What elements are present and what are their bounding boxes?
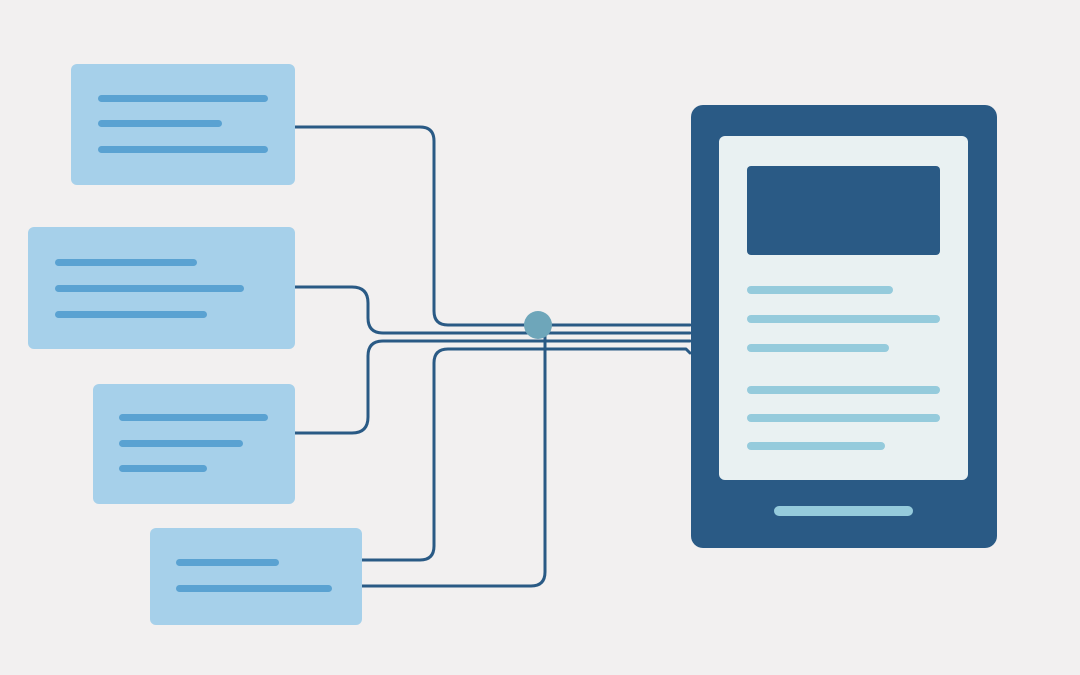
screen-text-line [747,414,940,422]
connector-card-1 [293,125,692,327]
tablet-device [691,105,997,548]
screen-text-line [747,315,940,323]
card-text-line [119,465,207,472]
screen-text-line [747,344,889,352]
card-text-line [176,559,279,566]
device-screen [719,136,968,480]
screen-header-block [747,166,940,255]
screen-text-line [747,286,893,294]
screen-text-line [747,442,885,450]
source-card-1 [71,64,295,185]
card-text-line [98,95,268,102]
device-home-bar [774,506,913,516]
connector-card-3 [293,339,692,435]
card-text-line [176,585,332,592]
screen-text-line [747,386,940,394]
source-card-2 [28,227,295,349]
connector-card-2 [293,285,692,335]
connector-card-4b [360,328,547,588]
card-text-line [119,440,243,447]
connector-card-4a [360,347,692,562]
source-card-4 [150,528,362,625]
card-text-line [98,146,268,153]
card-text-line [55,285,244,292]
card-text-line [55,259,197,266]
card-text-line [119,414,268,421]
card-text-line [55,311,207,318]
source-card-3 [93,384,295,504]
hub-node [524,311,552,339]
card-text-line [98,120,222,127]
